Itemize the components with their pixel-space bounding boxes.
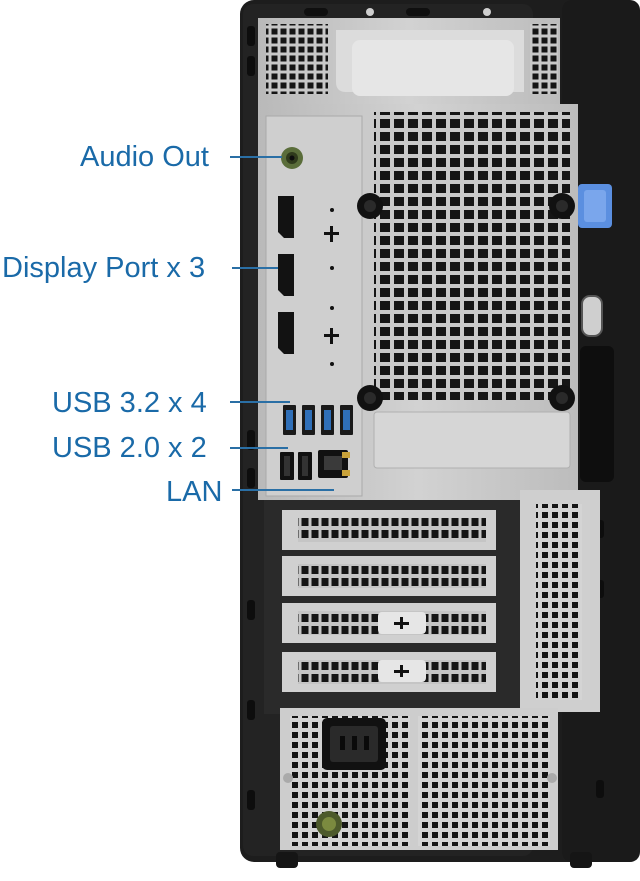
fan-grille [357,112,575,411]
audio-out-label: Audio Out [80,141,209,173]
panel-markings [324,208,339,366]
top-vent-area [258,18,560,104]
io-plate [265,115,363,497]
lan-label: LAN [166,476,223,508]
usb-port-icon [280,405,353,480]
audio-jack-icon [281,147,303,169]
lock-loop [581,295,603,337]
ethernet-port-icon [318,450,350,478]
side-handle [580,346,614,482]
displayport-icon [278,196,294,354]
power-supply [280,708,558,850]
expansion-slots [264,490,600,714]
usb32-label: USB 3.2 x 4 [52,387,207,419]
release-latch-icon [578,184,612,228]
fan-lower-plate [373,411,571,469]
display-port-label: Display Port x 3 [2,252,206,284]
callout-lines [230,156,334,491]
power-inlet-icon [322,718,386,770]
usb20-label: USB 2.0 x 2 [52,432,207,464]
